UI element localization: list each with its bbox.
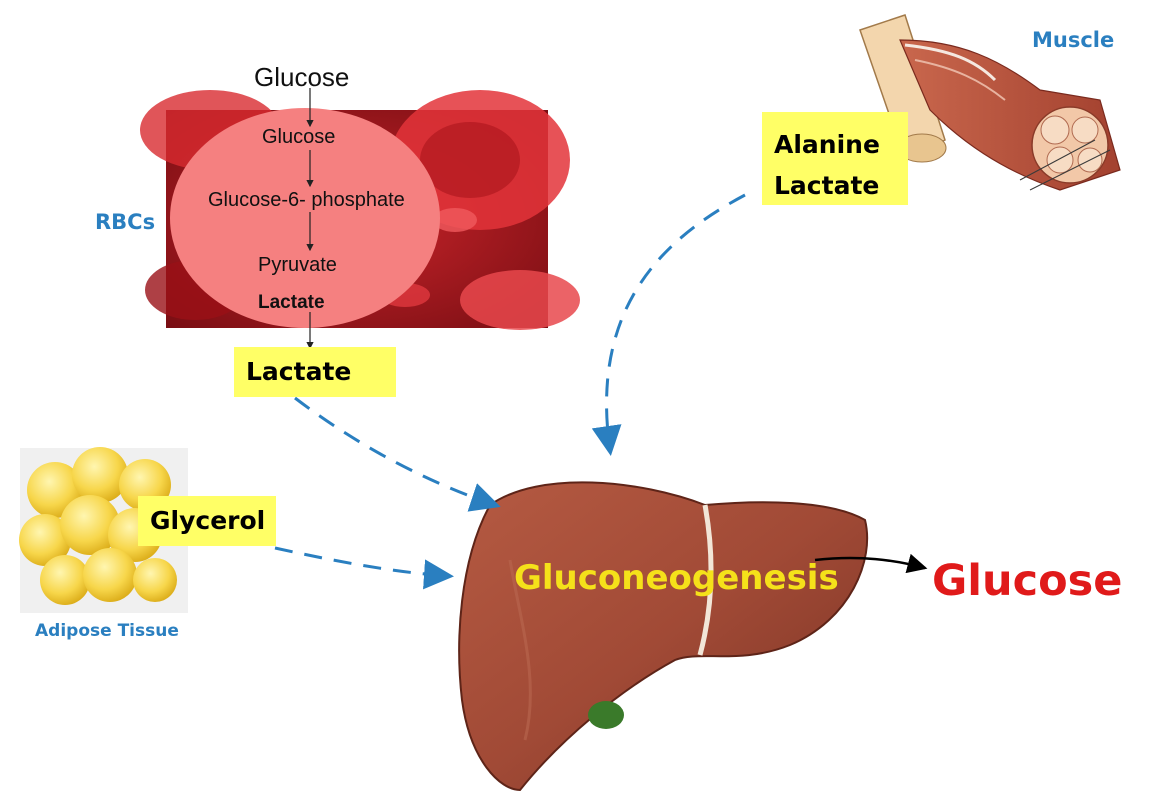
glycerol-box: Glycerol — [138, 496, 276, 546]
rbc-step-glucose: Glucose — [262, 126, 336, 148]
rbc-step-g6p: Glucose-6- phosphate — [208, 189, 405, 211]
gluconeogenesis-label: Gluconeogenesis — [514, 558, 839, 598]
adipose-label: Adipose Tissue — [35, 621, 179, 641]
liver-image — [458, 481, 869, 792]
rbc-step-lactate: Lactate — [258, 292, 325, 313]
lactate-box: Lactate — [234, 347, 396, 397]
rbc-step-pyruvate: Pyruvate — [258, 254, 337, 276]
rbc-cell-circle — [170, 108, 440, 328]
muscle-products-box: Alanine Lactate — [762, 112, 908, 205]
adipose-image — [19, 447, 188, 613]
arrow-glycerol-to-liver — [274, 546, 454, 590]
top-glucose-label: Glucose — [254, 62, 350, 92]
arrow-lactate-to-liver — [294, 396, 501, 512]
arrow-to-glucose — [814, 553, 928, 574]
muscle-image — [859, 14, 1121, 191]
rbcs-label: RBCs — [95, 210, 156, 234]
glucose-product-label: Glucose — [932, 556, 1123, 606]
arrow-muscle-to-liver — [591, 193, 746, 456]
muscle-lactate-label: Lactate — [774, 171, 880, 200]
alanine-label: Alanine — [774, 130, 880, 159]
muscle-label: Muscle — [1032, 28, 1115, 52]
